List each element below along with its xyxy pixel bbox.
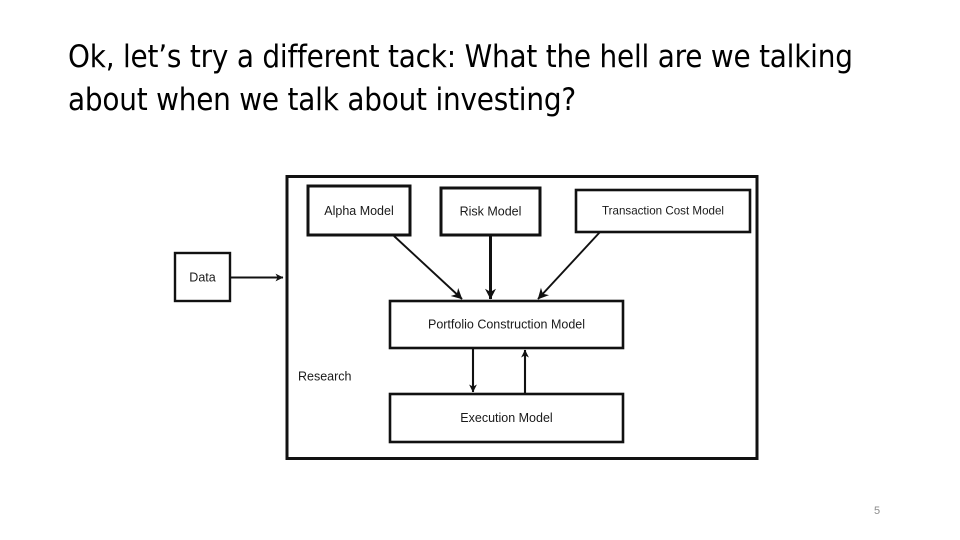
research-container-box xyxy=(285,175,759,460)
node-portfolio-construction-model-box[interactable] xyxy=(388,299,625,350)
node-transaction-cost-model-label: Transaction Cost Model xyxy=(602,205,724,218)
page-number: 5 xyxy=(874,505,881,517)
process-diagram: Data Research Alpha Model Risk Model Tra… xyxy=(160,165,780,475)
node-risk-model-label: Risk Model xyxy=(460,204,522,218)
research-container-label: Research xyxy=(298,369,352,383)
node-alpha-model-label: Alpha Model xyxy=(324,204,394,218)
page-title: Ok, let’s try a different tack: What the… xyxy=(68,39,862,118)
node-transaction-cost-model-box[interactable] xyxy=(574,188,752,234)
node-portfolio-construction-model-label: Portfolio Construction Model xyxy=(428,317,585,331)
node-data-box[interactable] xyxy=(173,251,232,303)
diagram-canvas: Data Research Alpha Model Risk Model Tra… xyxy=(173,175,759,460)
node-risk-model-box[interactable] xyxy=(439,186,542,237)
edge-transaction-cost-to-portfolio xyxy=(537,231,601,300)
node-alpha-model-box[interactable] xyxy=(306,184,412,237)
node-data-label: Data xyxy=(189,270,215,284)
edge-alpha-to-portfolio xyxy=(393,235,463,300)
node-execution-model-box[interactable] xyxy=(388,392,625,444)
node-execution-model-label: Execution Model xyxy=(460,411,552,425)
